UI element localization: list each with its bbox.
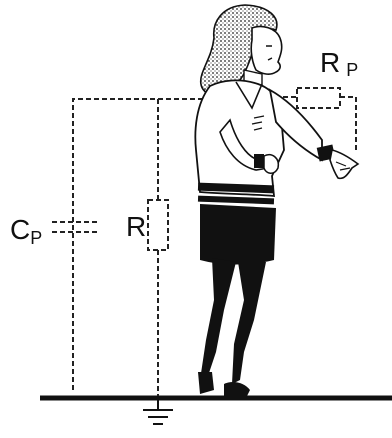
earth-ground-icon — [143, 398, 173, 425]
rp-label-sub: P — [346, 60, 358, 80]
resistor-rp — [296, 87, 341, 109]
cp-label: CP — [10, 214, 42, 248]
pointing-hand — [329, 149, 360, 180]
cp-label-sub: P — [30, 228, 42, 248]
rp-label-main: R — [320, 47, 340, 78]
capacitor-cp — [52, 221, 98, 233]
person-figure — [194, 4, 360, 398]
cp-label-main: C — [10, 214, 30, 245]
resistor-r — [147, 199, 169, 251]
r-label: R — [126, 211, 146, 242]
face — [250, 25, 283, 75]
skirt — [200, 204, 276, 265]
legs — [200, 258, 236, 380]
